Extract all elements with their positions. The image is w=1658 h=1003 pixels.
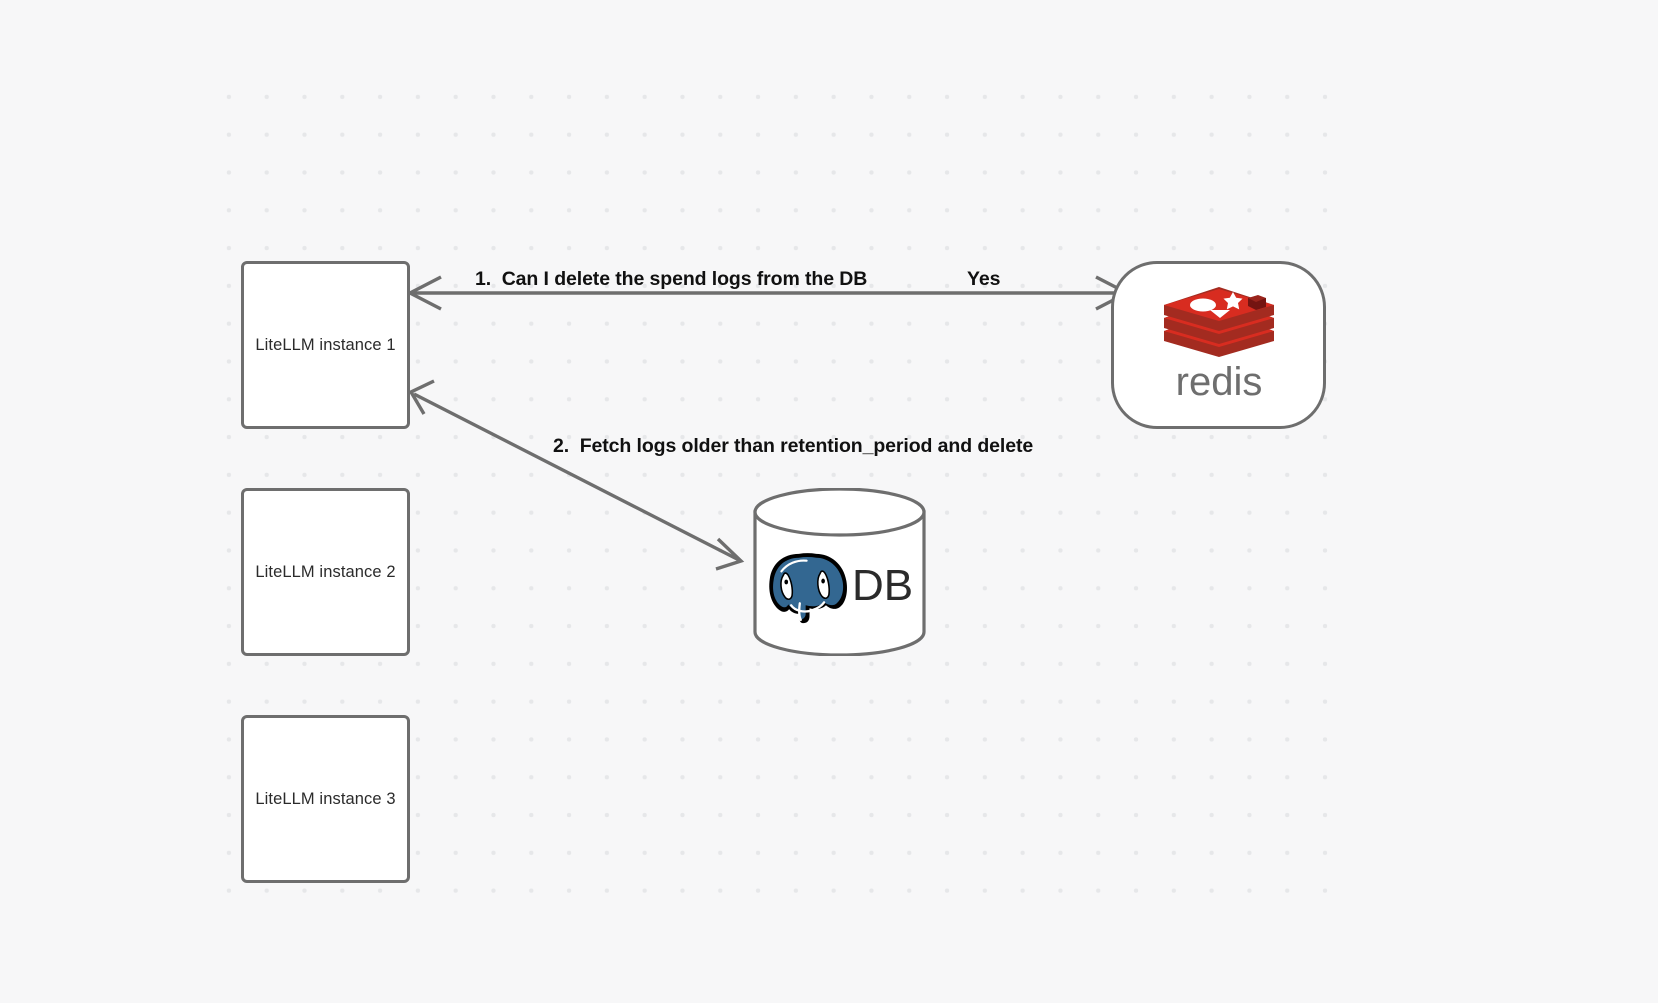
edge-label-yes: Yes <box>967 268 1001 290</box>
redis-logo-icon <box>1163 287 1274 357</box>
node-label: LiteLLM instance 2 <box>255 562 396 581</box>
database-label-text: DB <box>852 561 913 610</box>
node-database[interactable]: DB <box>752 487 927 657</box>
node-label: LiteLLM instance 1 <box>255 335 396 354</box>
edge-2-arrowhead-upper <box>408 379 435 415</box>
node-redis[interactable]: redis <box>1111 261 1326 429</box>
node-litellm-instance-2[interactable]: LiteLLM instance 2 <box>241 488 410 656</box>
node-litellm-instance-1[interactable]: LiteLLM instance 1 <box>241 261 410 429</box>
redis-wordmark-text: redis <box>1175 361 1262 404</box>
edge-label-step-1: 1. Can I delete the spend logs from the … <box>475 268 868 290</box>
edge-db-to-instance1 <box>408 379 745 571</box>
edge-2-line <box>413 392 740 562</box>
edge-2-arrowhead-lower <box>715 537 745 571</box>
postgresql-elephant-icon: DB <box>769 553 913 624</box>
redis-wordmark: redis <box>1175 361 1262 404</box>
node-litellm-instance-3[interactable]: LiteLLM instance 3 <box>241 715 410 883</box>
edge-label-step-2: 2. Fetch logs older than retention_perio… <box>553 435 1034 457</box>
edge-1-arrowhead-left <box>406 275 442 311</box>
node-label: LiteLLM instance 3 <box>255 789 396 808</box>
